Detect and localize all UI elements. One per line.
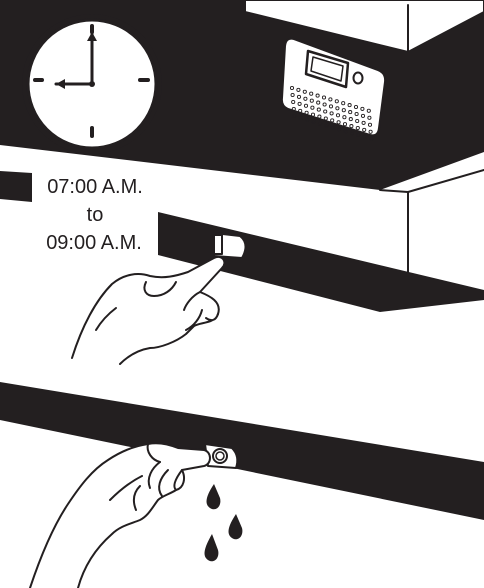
- pointing-hand-icon: [72, 257, 224, 364]
- schedule-end-time: 09:00 A.M.: [30, 231, 158, 255]
- schedule-start-time: 07:00 A.M.: [34, 175, 156, 199]
- water-drop-icon: [205, 484, 243, 561]
- clock-icon: [22, 14, 162, 154]
- grabbing-hand-icon: [30, 443, 210, 588]
- schedule-separator: to: [34, 203, 156, 227]
- lock-button: [214, 233, 246, 258]
